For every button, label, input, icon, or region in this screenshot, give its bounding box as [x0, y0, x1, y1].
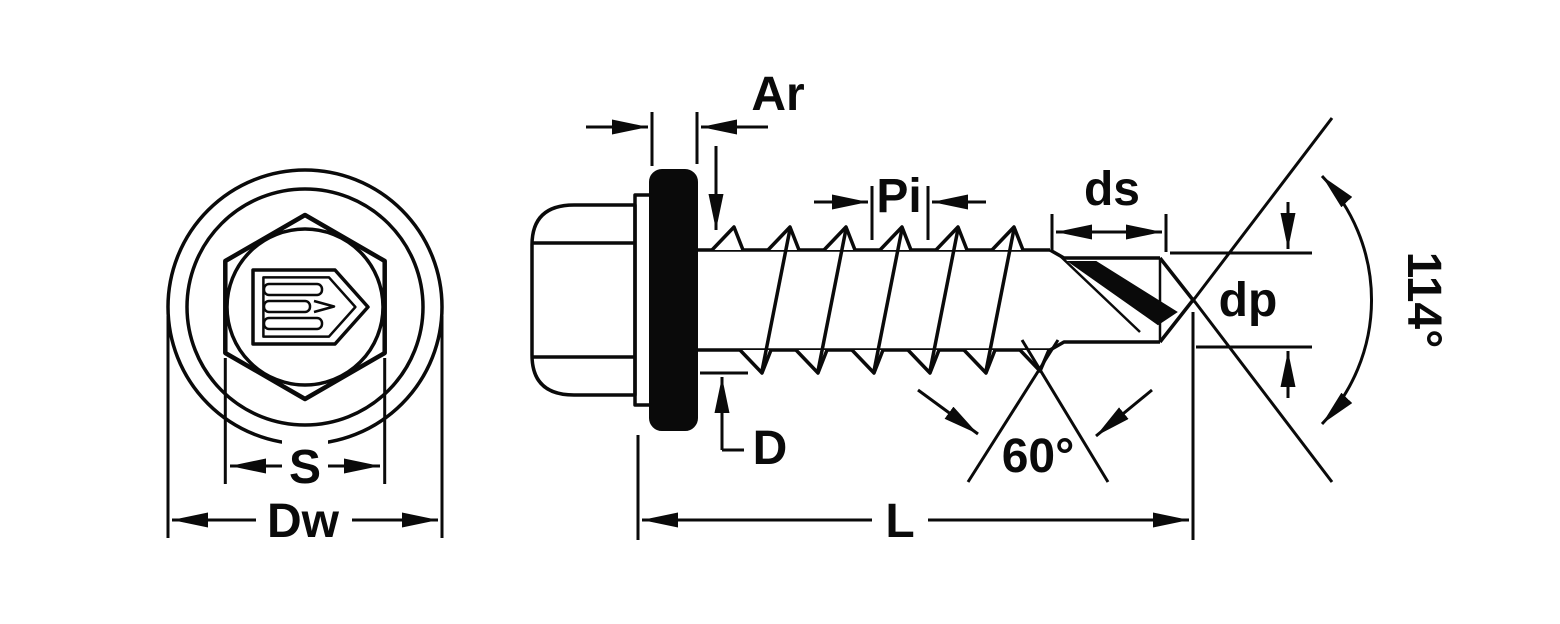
hex-head-body: [530, 203, 637, 397]
drill-diameter-label: dp: [1219, 274, 1278, 327]
screw-length-label: L: [885, 495, 914, 548]
logo-bar-bottom: [262, 316, 324, 331]
dimension-point-angle: 114°: [1190, 117, 1450, 483]
angle-flank-line: [966, 339, 1060, 483]
washer-inner-circle: [185, 187, 425, 427]
dimension-washer-thickness: Ar: [586, 68, 805, 230]
washer-diameter-label: Dw: [267, 495, 340, 548]
hex-head-side: [530, 193, 654, 407]
thread-crest-top: [878, 225, 913, 252]
drill-top-line: [1049, 248, 1160, 260]
dimension-thread-angle: 60°: [917, 339, 1153, 483]
thread-helix-line: [816, 228, 848, 372]
dimension-screw-length: L: [636, 312, 1195, 548]
label-gap: [256, 494, 352, 544]
thread-helix-line: [928, 228, 960, 372]
dimension-thread-diameter: D: [700, 371, 788, 475]
front-view: S Dw: [166, 168, 444, 548]
arrow-line: [1095, 388, 1153, 438]
drill-bottom-line: [1049, 340, 1160, 352]
thread-crest-top: [766, 225, 801, 252]
drill-length-label: ds: [1084, 163, 1140, 216]
thread-crest-top: [710, 225, 745, 252]
thread-helix-line: [760, 228, 792, 372]
dimension-washer-diameter: Dw: [166, 316, 444, 548]
point-angle-label: 114°: [1397, 252, 1450, 349]
thread-helix-line: [984, 228, 1016, 372]
drill-point: [1049, 248, 1195, 352]
hex-size-label: S: [289, 441, 321, 494]
dimension-drill-diameter: dp: [1170, 202, 1312, 398]
logo-bar-top: [262, 282, 324, 297]
brand-logo: [251, 268, 370, 346]
angle-flank-line: [1020, 339, 1110, 483]
thread-pitch-label: Pi: [876, 170, 921, 223]
thread-crest-top: [822, 225, 857, 252]
label-gap: [282, 440, 328, 490]
head-recess-circle: [225, 227, 385, 387]
threaded-shank: [697, 225, 1051, 375]
dimension-drill-length: ds: [1050, 163, 1168, 252]
drill-tip-cone: [1158, 256, 1195, 344]
label-gap: [872, 494, 928, 544]
thread-crest-top: [934, 225, 969, 252]
dimension-thread-pitch: Pi: [814, 170, 986, 240]
angle-flank-line: [1190, 297, 1334, 483]
thread-angle-label: 60°: [1002, 430, 1075, 483]
washer-thickness-label: Ar: [751, 68, 804, 121]
logo-bar-middle: [262, 299, 312, 314]
angle-arc: [1320, 174, 1373, 426]
drill-flute: [1066, 261, 1178, 326]
logo-chevron: [313, 299, 336, 314]
thread-crest-top: [990, 225, 1025, 252]
epdm-washer: [649, 169, 698, 431]
arrow-line: [917, 388, 979, 436]
thread-helix-line: [872, 228, 904, 372]
thread-diameter-label: D: [753, 422, 788, 475]
side-view: Ar Pi ds dp 11: [530, 68, 1450, 548]
drill-flute-line: [1057, 253, 1141, 333]
dimension-hex-size: S: [223, 358, 387, 494]
angle-flank-line: [1190, 117, 1334, 303]
